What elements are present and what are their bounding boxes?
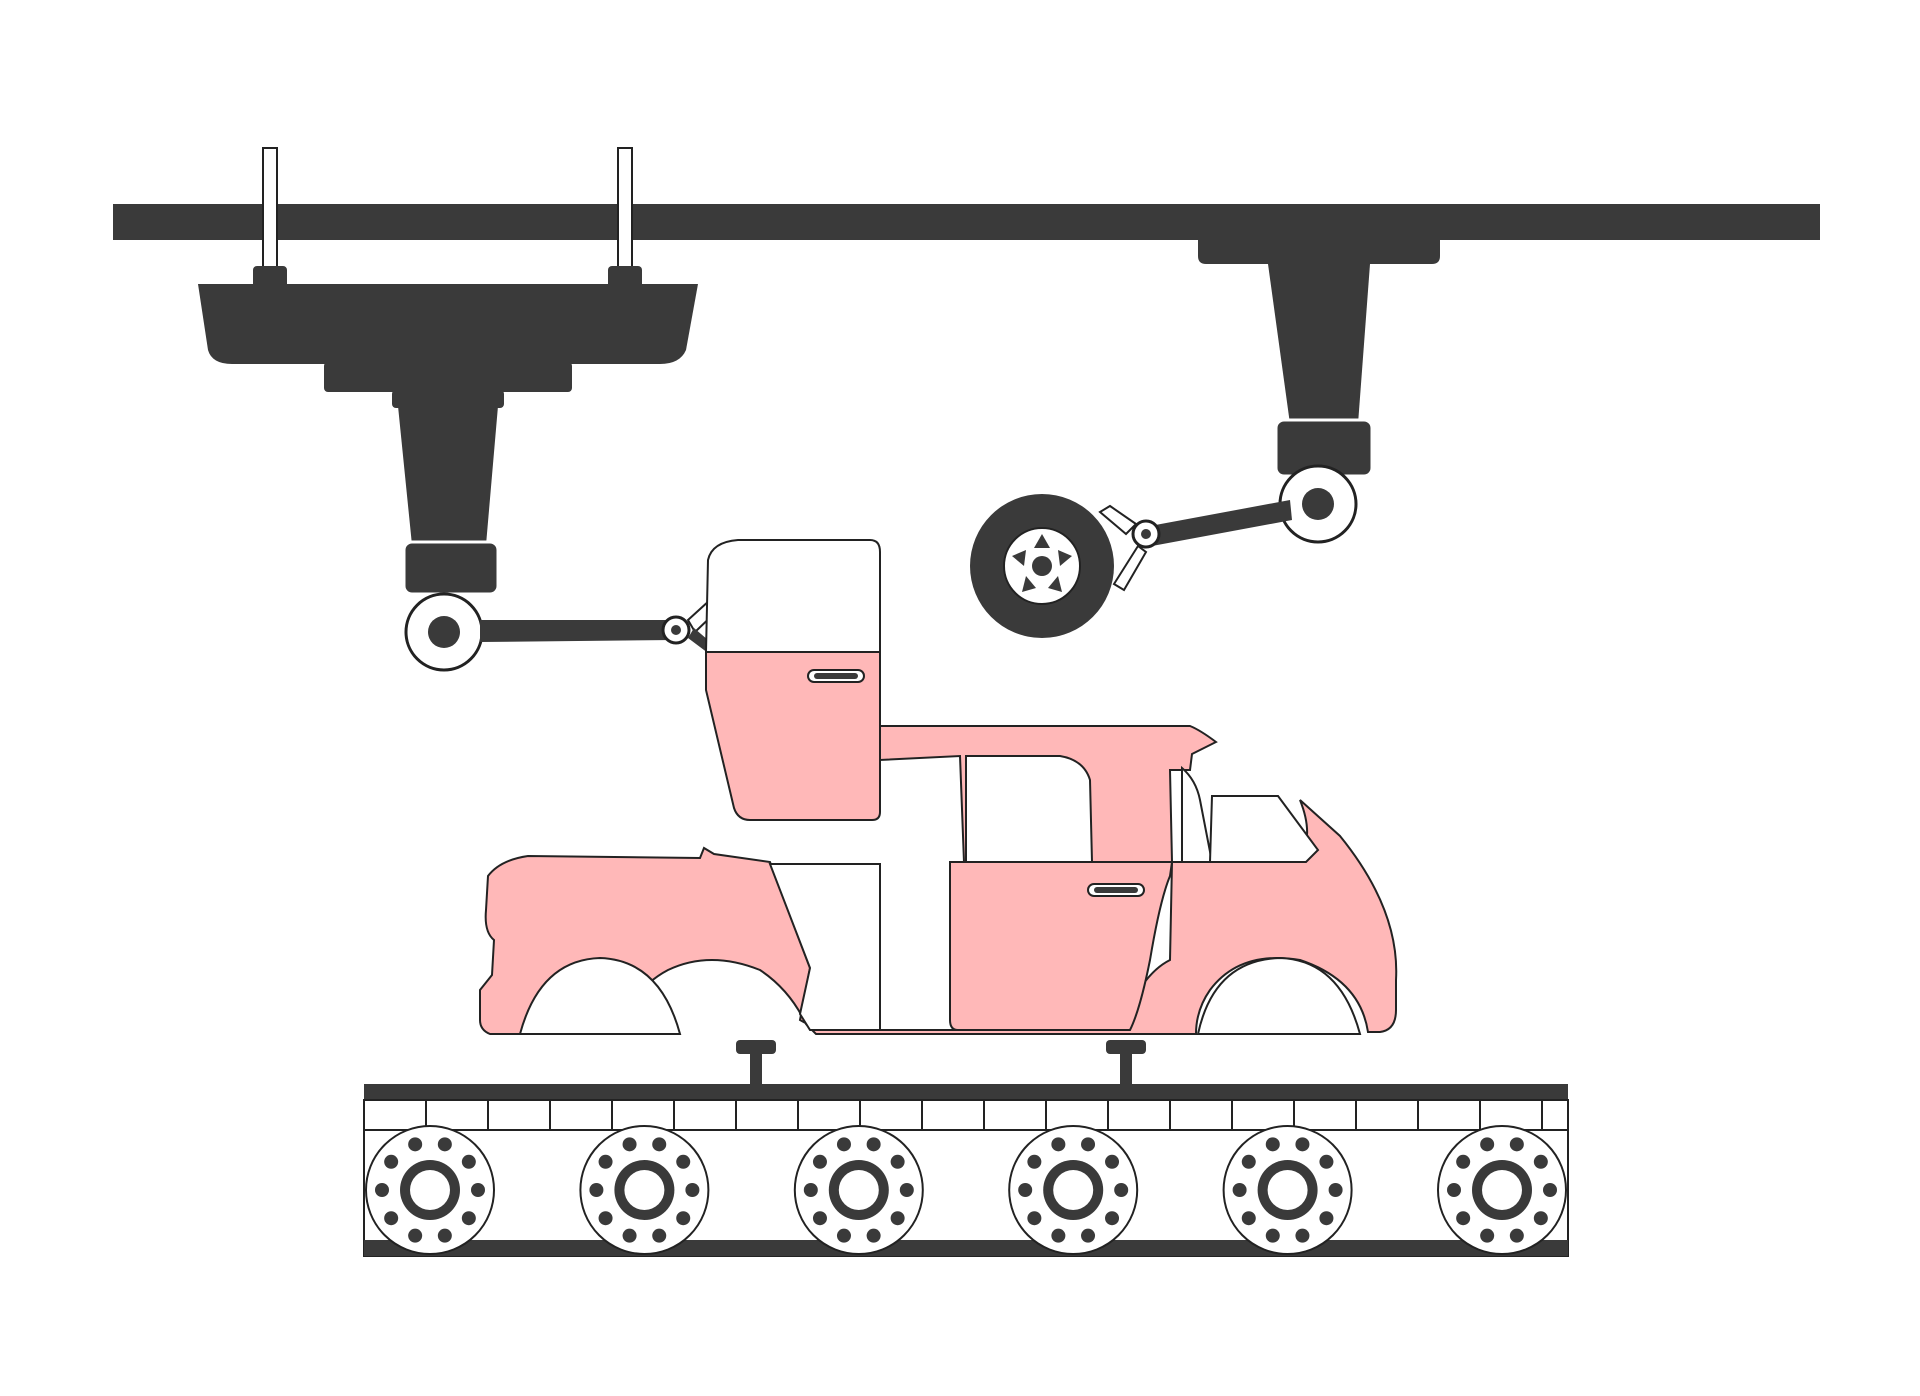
conveyor-roller-icon xyxy=(793,1125,924,1255)
conveyor-roller-icon xyxy=(1222,1125,1353,1255)
conveyor-roller-icon xyxy=(1008,1125,1139,1255)
conveyor-roller-icon xyxy=(1437,1125,1567,1255)
overhead-rail xyxy=(113,147,1820,273)
robot-arm-right xyxy=(1098,236,1440,592)
car-body xyxy=(479,725,1398,1084)
conveyor-roller-icon xyxy=(579,1125,710,1255)
conveyor-roller-icon xyxy=(365,1125,495,1255)
car-door xyxy=(704,539,881,821)
tire-icon xyxy=(970,494,1114,638)
conveyor-belt xyxy=(363,1084,1569,1257)
robot-arm-left xyxy=(198,266,756,672)
